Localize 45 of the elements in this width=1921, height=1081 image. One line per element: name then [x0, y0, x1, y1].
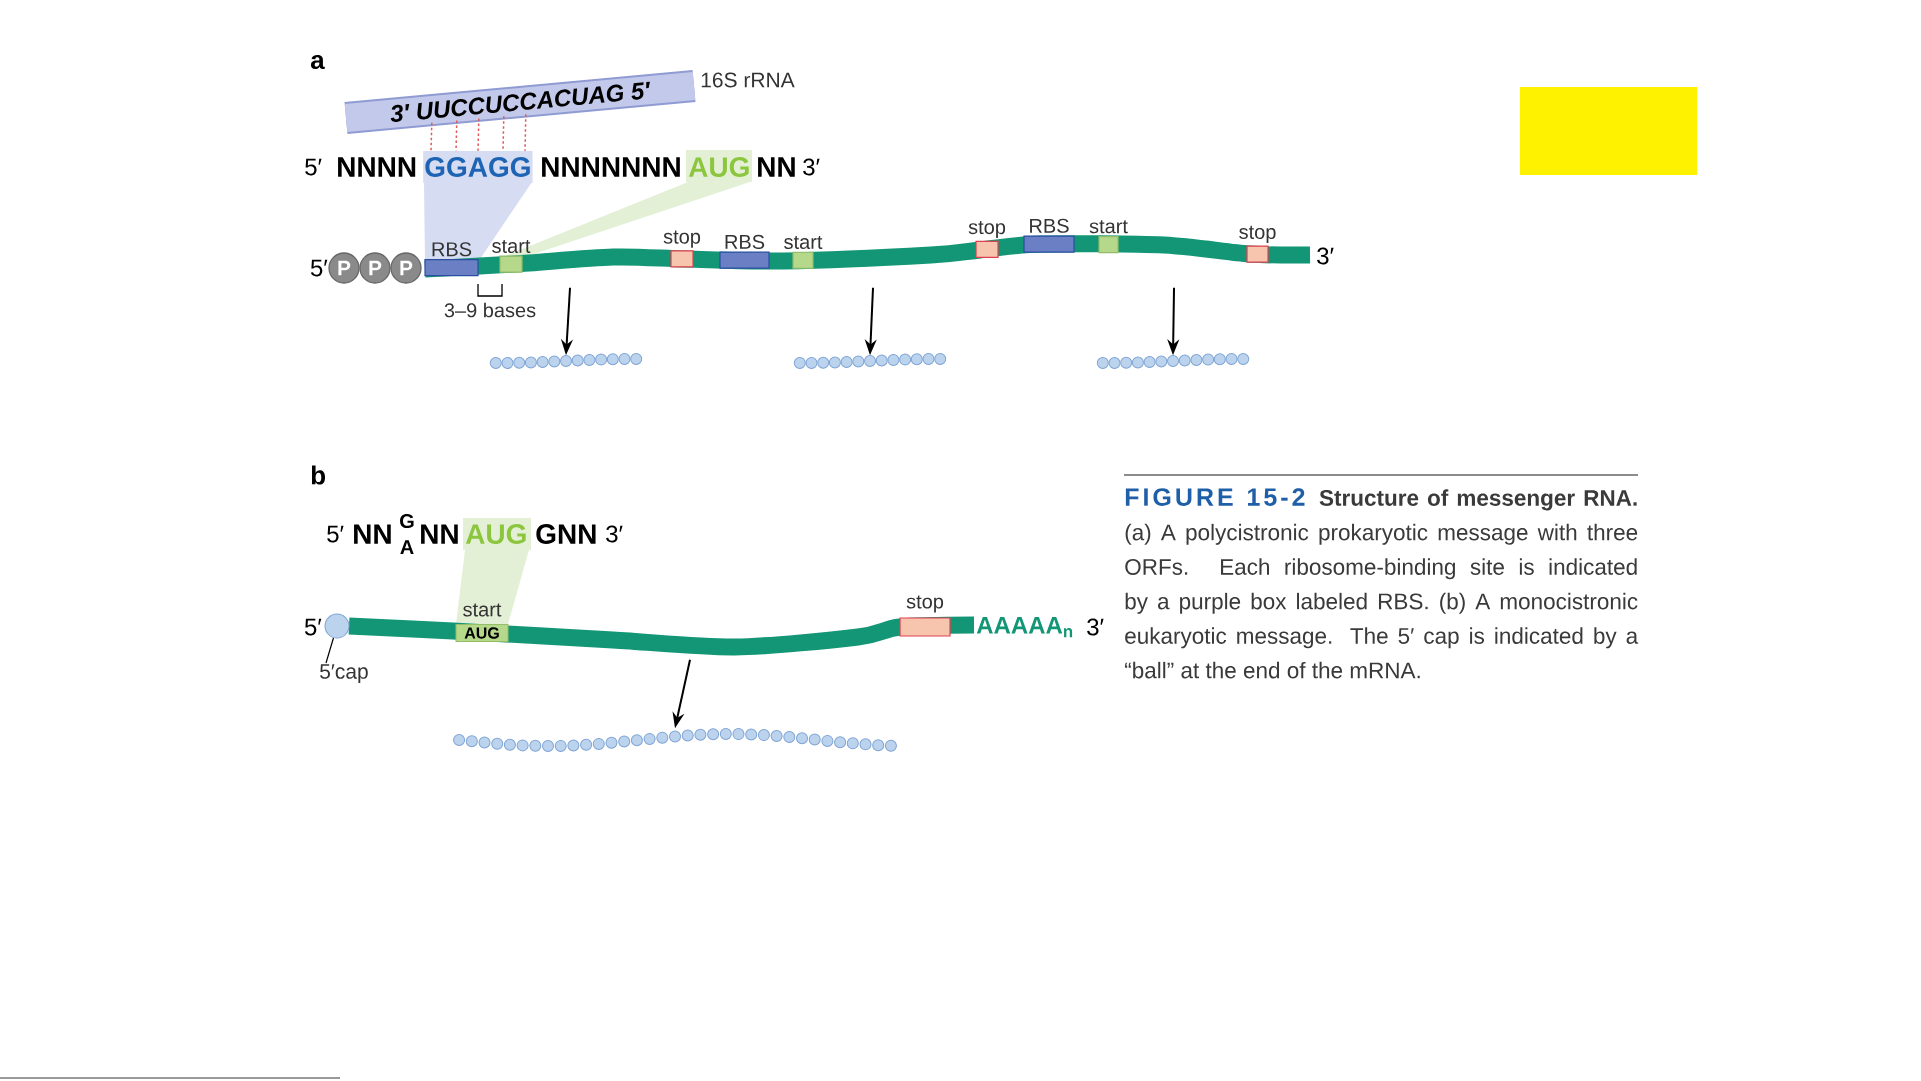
sequence-highlight: GGAGG	[423, 151, 533, 183]
sequence-text: AUG	[465, 524, 526, 544]
end-label: 3′	[803, 158, 820, 176]
rrna-label: 16S rRNA	[701, 72, 795, 88]
sequence-text: A	[400, 540, 414, 554]
feature-label: stop	[968, 221, 1006, 239]
feature-label: stop	[663, 230, 701, 248]
sequence-text: NN	[354, 524, 391, 544]
node-label: GGAGG	[425, 157, 530, 177]
sequence-text: AUG	[688, 157, 749, 177]
figure-caption: FIGURE 15-2 Structure of messenger RNA. (a) A polycistronic prokaryotic message with three ORFs. Each ribosome-binding site is indicated by a purple box labeled RBS. (b) A monocistronic eukaryotic message. The 5′ cap is indicated by a “ball” at the end of the mRNA.	[1125, 488, 1639, 679]
end-label: 5′	[304, 618, 322, 636]
end-label: 3′	[1087, 618, 1104, 636]
feature-label: RBS	[432, 242, 472, 257]
rrna-band: 3′ UUCCUCCACUAG 5′	[344, 70, 696, 134]
polypeptide-chain	[489, 353, 643, 369]
feature-label: start	[492, 239, 531, 253]
cap-label: 5′cap	[320, 664, 368, 683]
panel-label: a	[310, 54, 325, 70]
sequence-text: NN	[421, 524, 458, 544]
end-label: 5′	[310, 259, 328, 277]
base-pair-line	[524, 113, 527, 152]
polypeptide-chain	[1096, 353, 1250, 369]
sequence-text: G	[400, 513, 414, 529]
polypeptide-chain	[453, 728, 897, 752]
cap-ball	[324, 613, 350, 639]
base-pair-line	[502, 115, 505, 152]
mrna-strand: AUG	[348, 616, 975, 656]
feature-label: RBS	[725, 234, 765, 249]
label: AUG	[464, 627, 499, 639]
base-pair-line	[477, 117, 480, 152]
leader-line	[325, 637, 335, 664]
sequence-text: NN	[758, 157, 795, 177]
end-label: 3′	[606, 525, 623, 543]
end-label: 5′	[305, 158, 322, 176]
end-label: 5′	[327, 525, 344, 543]
panel-label: b	[311, 465, 326, 485]
dimension-text: 3–9 bases	[444, 302, 536, 318]
sequence-text: NNNN	[338, 157, 416, 177]
feature-label: start	[784, 235, 823, 249]
polypeptide-chain	[793, 353, 947, 369]
sequence-text: GNN	[536, 524, 596, 544]
feature-label: stop	[1239, 225, 1276, 243]
base-pair-line	[430, 122, 433, 152]
sequence-text: NNNNNNN	[542, 157, 680, 177]
